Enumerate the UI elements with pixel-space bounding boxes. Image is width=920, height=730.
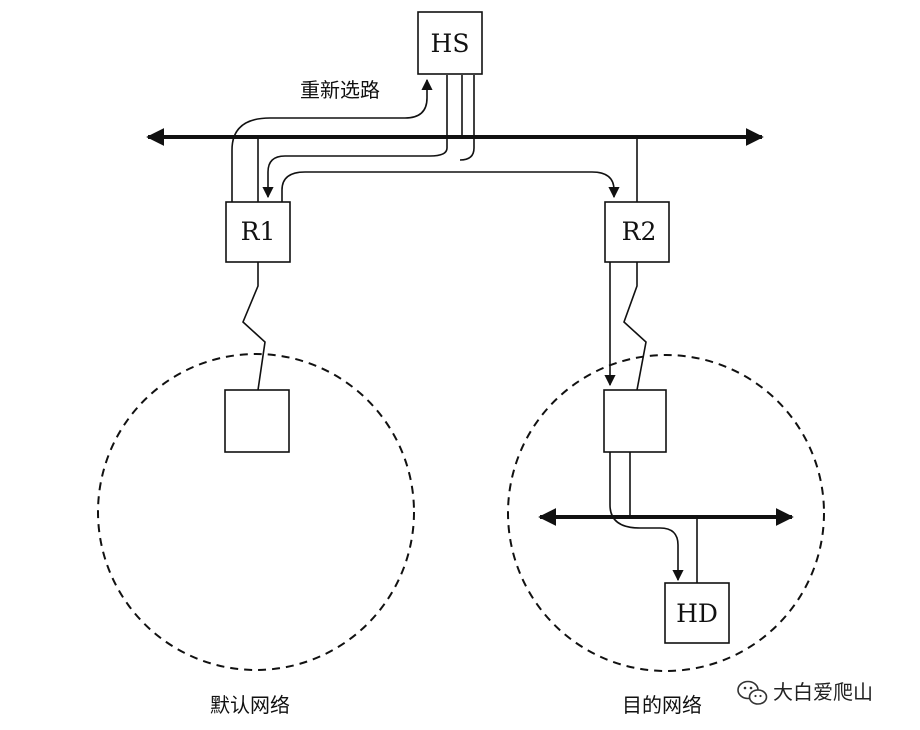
gateway-box [603,389,667,453]
hd-label: HD [676,599,718,628]
watermark-text: 大白爱爬山 [773,680,873,704]
watermark: 大白爱爬山 [737,680,873,705]
r1-label: R1 [241,217,276,246]
wechat-icon [737,680,768,705]
redirect-path-up [231,78,433,202]
hs-box [417,11,483,75]
destination-network-label: 目的网络 [622,693,702,717]
hd-box [664,582,730,644]
r2-label: R2 [622,217,657,246]
hs-packet-leg [459,75,475,161]
r2-serial-link [623,262,647,391]
hs-label: HS [431,29,470,58]
r1-box [225,201,291,263]
r1-serial-link [242,262,266,391]
packet-r1-to-r2 [281,171,620,202]
r2-box [604,201,670,263]
packet-gateway-to-hd [609,452,684,582]
default-network-box [224,389,290,453]
default-network-label: 默认网络 [210,693,290,717]
packet-hs-to-r1 [262,75,448,199]
redirect-label: 重新选路 [300,78,380,102]
destination-network-circle [507,354,825,672]
default-network-circle [97,353,415,671]
